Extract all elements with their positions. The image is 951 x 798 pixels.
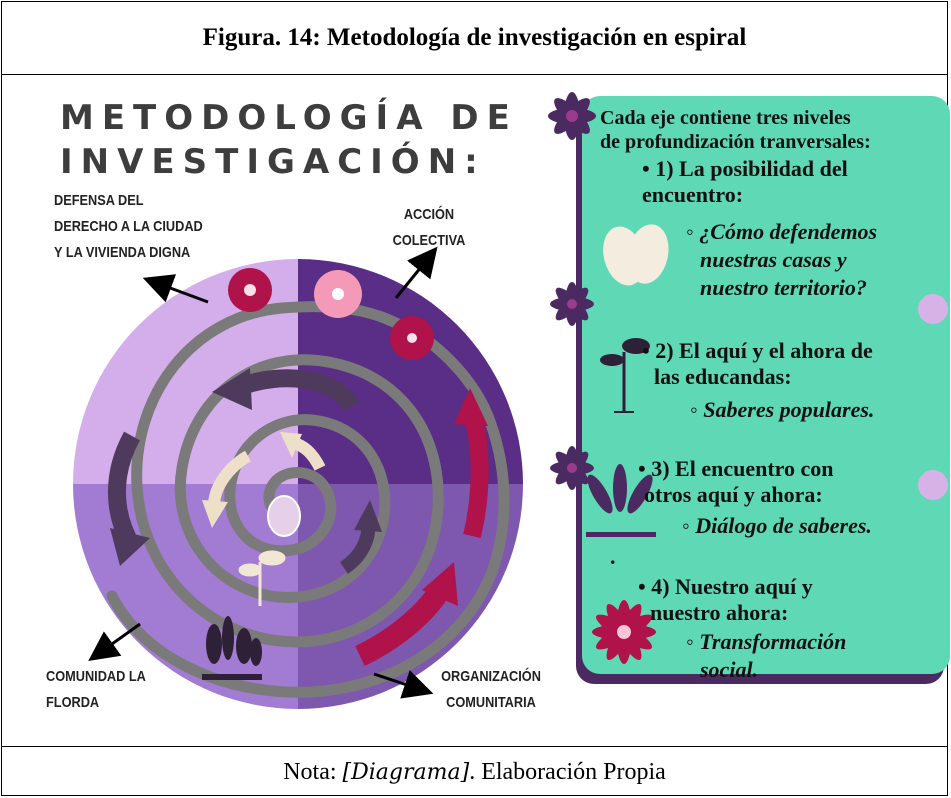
label-organizacion: ORGANIZACIÓN COMUNITARIA bbox=[441, 664, 541, 716]
level-4: • 4) Nuestro aquí y nuestro ahora: bbox=[638, 574, 938, 626]
figure-caption: Figura. 14: Metodología de investigación… bbox=[202, 24, 747, 51]
flower-icon bbox=[314, 270, 362, 318]
flower-icon bbox=[228, 268, 272, 312]
arrow-icon bbox=[422, 562, 458, 606]
level-1-question-line2: nuestras casas y bbox=[700, 247, 847, 272]
arrow-icon bbox=[142, 274, 209, 304]
arrow-icon bbox=[88, 622, 141, 661]
level-2-line1: • 2) El aquí y el ahora de bbox=[642, 338, 873, 363]
arrow-icon bbox=[463, 412, 489, 539]
label-accion-line2: COLECTIVA bbox=[392, 232, 466, 249]
arrow-icon bbox=[202, 500, 228, 528]
level-1: • 1) La posibilidad del encuentro: bbox=[642, 156, 932, 208]
flower-icon bbox=[550, 282, 594, 326]
note-prefix: Nota: bbox=[283, 759, 343, 785]
level-4-line2: nuestro ahora: bbox=[650, 600, 789, 625]
label-defensa-line3: Y LA VIVIENDA DIGNA bbox=[54, 244, 191, 261]
diagram-title-line1: METODOLOGÍA DE bbox=[60, 98, 518, 138]
diagram-title: METODOLOGÍA DE INVESTIGACIÓN: bbox=[60, 96, 518, 184]
label-accion: ACCIÓN COLECTIVA bbox=[391, 202, 468, 254]
flower-icon bbox=[548, 92, 596, 140]
level-3: • 3) El encuentro con otros aquí y ahora… bbox=[638, 456, 944, 508]
note-suffix: . Elaboración Propia bbox=[469, 759, 666, 785]
diagram-title-line2: INVESTIGACIÓN: bbox=[60, 142, 486, 182]
sprout-icon bbox=[238, 550, 286, 606]
arrow-icon bbox=[373, 670, 434, 699]
seed-icon bbox=[603, 224, 669, 286]
label-comunidad-line1: COMUNIDAD LA bbox=[46, 668, 146, 685]
level-3-line2: otros aquí y ahora: bbox=[644, 482, 823, 507]
label-comunidad-line2: FLORDA bbox=[46, 694, 100, 711]
flower-icon bbox=[550, 446, 594, 490]
level-4-line1: • 4) Nuestro aquí y bbox=[638, 574, 813, 599]
label-defensa: DEFENSA DEL DERECHO A LA CIUDAD Y LA VIV… bbox=[54, 188, 203, 266]
level-2: • 2) El aquí y el ahora de las educandas… bbox=[642, 338, 942, 390]
panel-tab-dot bbox=[918, 294, 948, 324]
sprout-icon bbox=[600, 338, 650, 413]
level-4-sub-line1: ◦ Transformación bbox=[686, 629, 847, 654]
level-1-line2: encuentro: bbox=[642, 182, 744, 207]
note-italic: [Diagrama] bbox=[342, 760, 470, 785]
arrow-icon bbox=[239, 369, 360, 412]
arrow-icon bbox=[394, 246, 438, 299]
label-organizacion-line1: ORGANIZACIÓN bbox=[441, 668, 541, 685]
level-3-sub: ◦ Diálogo de saberes. bbox=[682, 513, 872, 538]
plant-icon bbox=[586, 464, 656, 537]
level-3-line1: • 3) El encuentro con bbox=[638, 456, 834, 481]
note-row: Nota: [Diagrama] . Elaboración Propia bbox=[2, 746, 947, 798]
plant-icon bbox=[202, 616, 262, 680]
level-2-line2: las educandas: bbox=[654, 364, 792, 389]
panel-intro-line1: Cada eje contiene tres niveles bbox=[600, 107, 851, 129]
level-1-question-line3: nuestro territorio? bbox=[700, 275, 867, 300]
arrow-icon bbox=[212, 368, 252, 410]
arrow-icon bbox=[454, 388, 488, 426]
flower-icon bbox=[592, 600, 656, 664]
label-defensa-line1: DEFENSA DEL bbox=[54, 192, 144, 209]
flower-icon bbox=[390, 316, 434, 360]
panel-intro-line2: de profundización tranversales: bbox=[600, 131, 871, 153]
level-4-sub: ◦ Transformación social. bbox=[686, 628, 846, 684]
level-1-line1: • 1) La posibilidad del bbox=[642, 156, 848, 181]
levels-panel bbox=[582, 96, 950, 674]
level-2-sub: ◦ Saberes populares. bbox=[690, 397, 875, 422]
level-4-sub-line2: social. bbox=[700, 657, 759, 682]
arrow-icon bbox=[208, 450, 252, 507]
level-1-question: ◦ ¿Cómo defendemos nuestras casas y nues… bbox=[686, 218, 936, 302]
label-accion-line1: ACCIÓN bbox=[403, 206, 455, 223]
panel-dot-line: . bbox=[610, 544, 616, 569]
label-comunidad: COMUNIDAD LA FLORDA bbox=[46, 664, 146, 716]
label-defensa-line2: DERECHO A LA CIUDAD bbox=[54, 218, 203, 235]
caption-row: Figura. 14: Metodología de investigación… bbox=[2, 2, 947, 75]
label-organizacion-line2: COMUNITARIA bbox=[446, 694, 536, 711]
level-1-question-line1: ◦ ¿Cómo defendemos bbox=[686, 219, 878, 244]
arrow-icon bbox=[110, 528, 150, 566]
arrow-icon bbox=[354, 500, 382, 532]
seed-icon bbox=[267, 495, 301, 537]
spiral-path bbox=[106, 301, 510, 698]
panel-intro: Cada eje contiene tres niveles de profun… bbox=[600, 106, 871, 154]
spiral-diagram bbox=[73, 246, 523, 709]
arrow-icon bbox=[280, 432, 302, 458]
figure-content: METODOLOGÍA DE INVESTIGACIÓN: DEFENSA DE… bbox=[2, 76, 950, 744]
panel-tab-dot bbox=[918, 470, 948, 500]
